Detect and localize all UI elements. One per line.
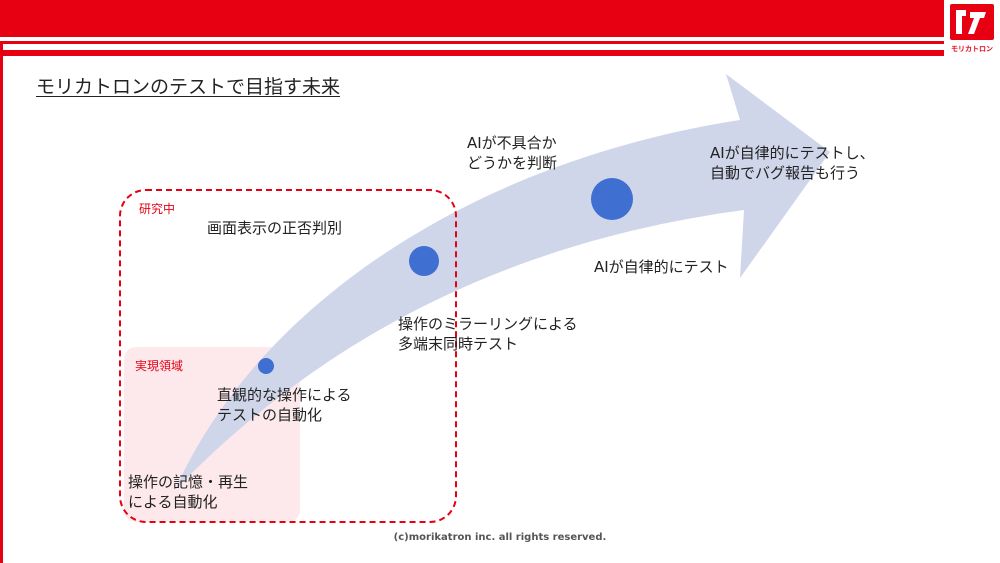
research-region-box bbox=[119, 189, 457, 523]
header-bar-lower bbox=[0, 50, 944, 56]
milestone-dot-small bbox=[258, 358, 274, 374]
milestone-dot-medium bbox=[409, 246, 439, 276]
header-bar-thin bbox=[0, 41, 944, 44]
milestone-label-record-replay: 操作の記憶・再生 による自動化 bbox=[128, 473, 249, 511]
copyright-footer: (c)morikatron inc. all rights reserved. bbox=[393, 532, 607, 543]
milestone-label-ai-testing: AIが自律的にテスト bbox=[594, 258, 729, 276]
progress-arrow bbox=[175, 74, 830, 490]
realized-region-label: 実現領域 bbox=[135, 359, 184, 373]
upper-label-bug-report: AIが自律的にテストし、 自動でバグ報告も行う bbox=[710, 144, 875, 182]
header-bar-top bbox=[0, 0, 944, 37]
upper-label-bug-judgement: AIが不具合か どうかを判断 bbox=[467, 134, 558, 172]
research-item-label: 画面表示の正否判別 bbox=[207, 219, 343, 237]
research-region-label: 研究中 bbox=[139, 202, 176, 216]
page-title: モリカトロンのテストで目指す未来 bbox=[36, 76, 341, 98]
logo-caption: モリカトロン bbox=[951, 45, 993, 53]
left-edge-bar bbox=[0, 44, 3, 563]
milestone-label-mirroring: 操作のミラーリングによる 多端末同時テスト bbox=[398, 315, 578, 353]
morikatron-logo bbox=[944, 0, 1000, 56]
milestone-dot-large bbox=[591, 178, 633, 220]
milestone-label-intuitive-ops: 直観的な操作による テストの自動化 bbox=[217, 386, 352, 424]
